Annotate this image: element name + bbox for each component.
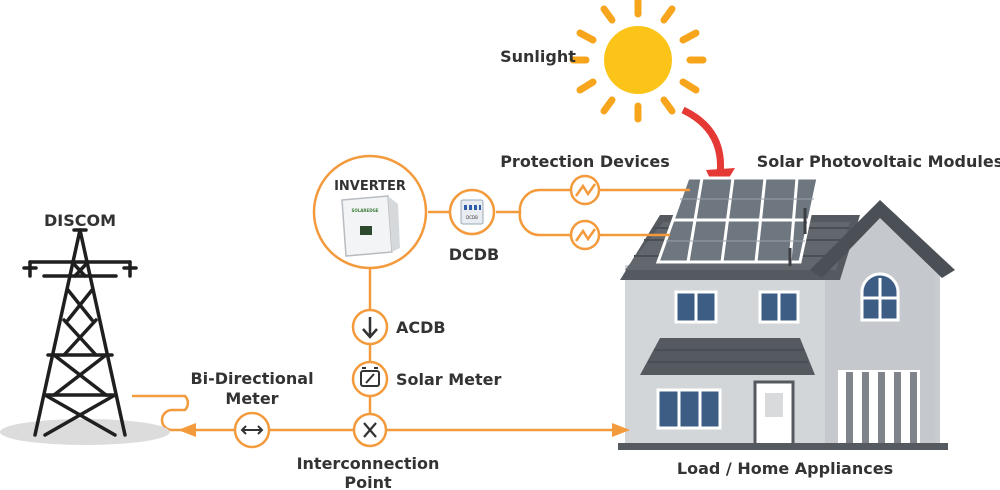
sunlight-label: Sunlight	[500, 47, 576, 66]
acdb-label: ACDB	[396, 318, 446, 337]
bidirectional-meter-label-line1: Bi-Directional	[190, 369, 313, 388]
cross-icon[interactable]	[352, 412, 388, 448]
solar-panel-array	[655, 176, 820, 266]
load-label: Load / Home Appliances	[677, 459, 893, 478]
fuse-icon[interactable]	[569, 219, 601, 251]
down-arrow-icon[interactable]	[351, 308, 389, 346]
garage-door	[838, 370, 920, 445]
tower-shadow	[0, 419, 170, 445]
sun-icon	[569, 0, 707, 123]
dcdb[interactable]: DCDB	[448, 188, 496, 236]
inverter-label: INVERTER	[334, 179, 406, 194]
dcdb-label: DCDB	[449, 245, 500, 264]
arrow-to-load	[612, 423, 630, 437]
inverter[interactable]: INVERTER SOLAREDGE	[312, 154, 428, 270]
door	[753, 380, 795, 447]
bidirectional-meter-label-line2: Meter	[225, 389, 278, 408]
meter-icon[interactable]	[351, 360, 389, 398]
dcdb-box-text: DCDB	[466, 215, 478, 220]
discom-label: DISCOM	[44, 211, 116, 230]
fuse-icon[interactable]	[569, 174, 601, 206]
interconnection-label-line2: Point	[344, 473, 392, 490]
solar-meter-label: Solar Meter	[396, 370, 502, 389]
protection-devices-label: Protection Devices	[500, 152, 670, 171]
double-arrow-icon[interactable]	[233, 411, 271, 449]
inverter-device-icon: SOLAREDGE	[341, 195, 400, 257]
window	[674, 290, 718, 324]
interconnection-label-line1: Interconnection	[297, 454, 440, 473]
wiring	[132, 188, 690, 432]
window	[758, 290, 800, 324]
window	[656, 388, 722, 430]
solar-modules-label: Solar Photovoltaic Modules	[757, 152, 1000, 171]
transmission-tower-icon	[22, 228, 138, 437]
window	[860, 272, 900, 322]
arrow-to-discom	[178, 423, 196, 437]
inverter-brand: SOLAREDGE	[351, 208, 378, 213]
